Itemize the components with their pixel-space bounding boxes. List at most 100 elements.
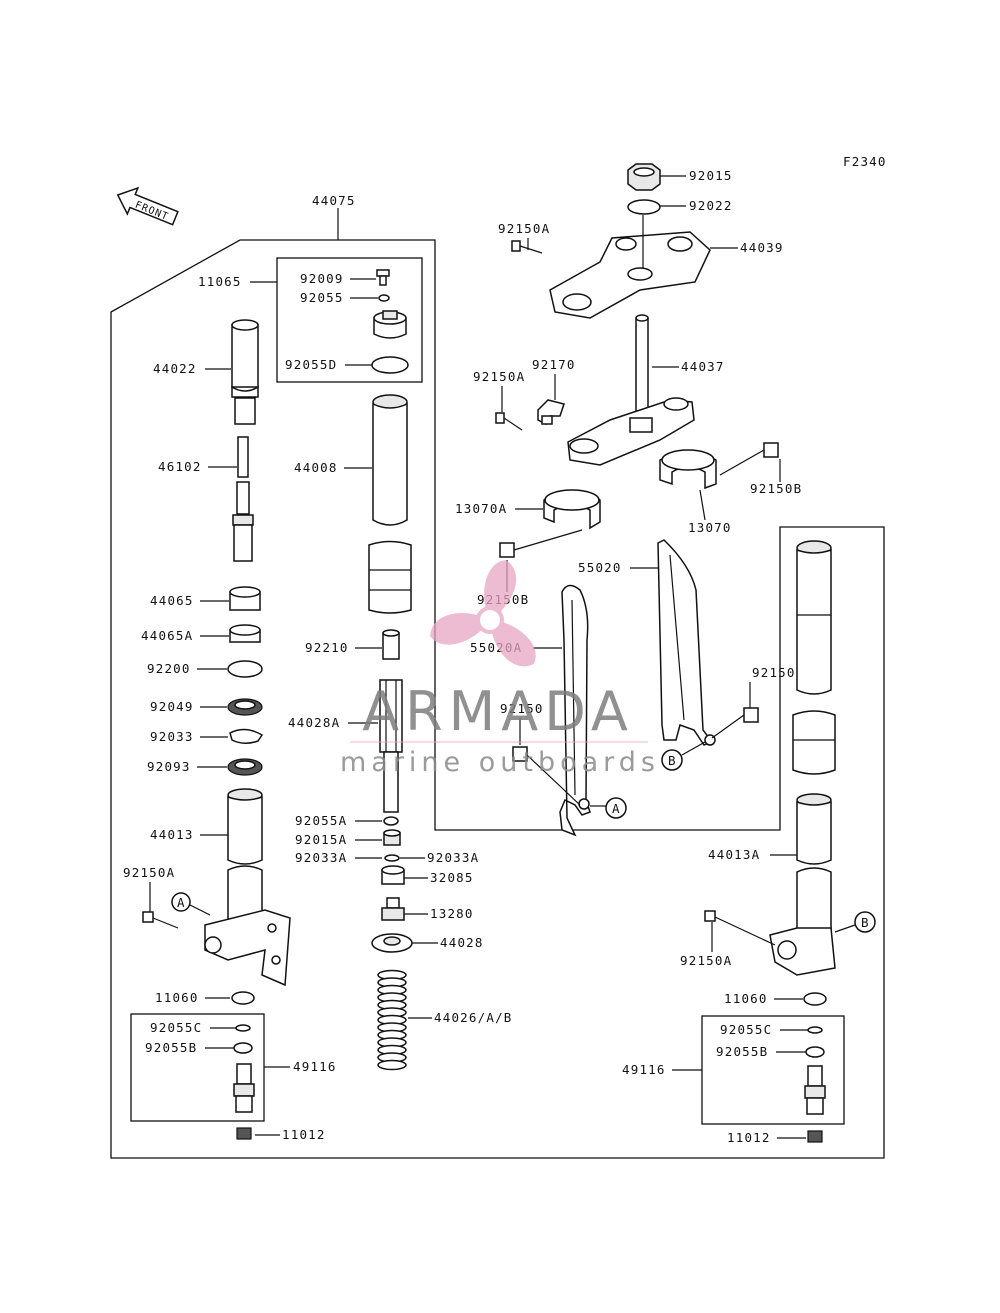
washer-92200 [227,660,263,678]
oring-92055C-left [235,1024,251,1032]
label-92055B-right: 92055B [716,1044,768,1059]
label-92150B-right: 92150B [750,481,802,496]
label-11065: 11065 [198,274,242,289]
valve-assy-49116-left [233,1063,255,1113]
callout-b-center-label: B [668,753,677,768]
label-92055: 92055 [300,290,344,305]
callout-a-left-label: A [177,895,186,910]
callout-a-center [605,797,627,819]
bolt-92009 [376,269,390,286]
rod-46102 [232,436,254,562]
label-92033A-left: 92033A [295,850,347,865]
label-44039: 44039 [740,240,784,255]
outer-tube-44013 [204,788,291,987]
spring-coil [377,1059,407,1071]
label-11060-right: 11060 [724,991,768,1006]
label-44013: 44013 [150,827,194,842]
fork-guard-55020 [657,539,716,746]
oring-92055 [378,294,390,302]
guard-clamp-13070 [659,449,717,490]
label-92033A-right: 92033A [427,850,479,865]
label-11012-right: 11012 [727,1130,771,1145]
label-44013A: 44013A [708,847,760,862]
nut-92015 [627,163,661,191]
label-44075: 44075 [312,193,356,208]
piece-92210 [382,629,400,660]
label-92150-right: 92150 [752,665,796,680]
label-92015A: 92015A [295,832,347,847]
label-11060-left: 11060 [155,990,199,1005]
label-92170: 92170 [532,357,576,372]
guard-clamp-13070A [543,489,601,530]
label-44008: 44008 [294,460,338,475]
label-92022: 92022 [689,198,733,213]
label-92055B-left: 92055B [145,1040,197,1055]
label-92055C-left: 92055C [150,1020,202,1035]
callout-b-right [854,911,876,933]
bushing-44065A [229,624,261,643]
oil-seal-92049 [227,698,263,716]
washer-92022 [627,199,661,215]
label-49116-right: 49116 [622,1062,666,1077]
damper-rod-44028A [379,679,403,813]
inner-tube-right [792,540,836,775]
label-92009: 92009 [300,271,344,286]
label-44065A: 44065A [141,628,193,643]
label-13070A: 13070A [455,501,507,516]
label-44028A: 44028A [288,715,340,730]
oring-92055B-right [805,1046,825,1058]
label-92055C-right: 92055C [720,1022,772,1037]
bolt-11012-right [807,1130,823,1143]
valve-assy-49116-right [804,1065,826,1115]
nut-92015A [383,829,401,846]
upper-clamp-44039 [549,215,711,319]
bracket-92170 [537,399,565,426]
bolt-92150B-right [719,442,779,476]
label-92150A-right: 92150A [680,953,732,968]
callout-b-center [661,749,683,771]
seat-44028 [371,933,413,953]
watermark-brand: ARMADA [362,680,634,743]
propeller-blade [430,613,490,645]
collar-32085 [381,865,405,885]
oring-92055C-right [807,1026,823,1034]
propeller-logo [430,560,536,667]
bolt-11012-left [236,1127,252,1140]
bushing-44065 [229,586,261,611]
label-44028: 44028 [440,935,484,950]
bolt-92150B-center [499,529,583,558]
label-92150-center: 92150 [500,701,544,716]
bolt-92150A-left [142,911,179,929]
label-13280: 13280 [430,906,474,921]
label-92049: 92049 [150,699,194,714]
label-44026: 44026/A/B [434,1010,513,1025]
figure-code: F2340 [843,154,887,169]
watermark: ARMADA marine outboards [340,560,660,778]
propeller-blade [484,560,516,620]
label-13070: 13070 [688,520,732,535]
label-44065: 44065 [150,593,194,608]
bolt-92150A-mid [495,412,523,431]
circlip-92033A [384,854,400,862]
watermark-tagline: marine outboards [340,747,660,778]
bolt-92150-center [512,746,581,806]
label-11012-left: 11012 [282,1127,326,1142]
label-44022: 44022 [153,361,197,376]
circlip-92033 [229,728,264,744]
bolt-92150A-right [704,910,776,946]
dust-seal-92093 [227,758,263,776]
label-46102: 46102 [158,459,202,474]
gasket-11060-right [803,992,827,1006]
callout-a-center-label: A [612,801,621,816]
propeller-blade [490,620,536,667]
callout-a-left [171,892,191,912]
fork-spring-44026 [377,969,407,1071]
oring-92055A [383,816,399,826]
gasket-11060-left [231,991,255,1005]
label-92200: 92200 [147,661,191,676]
label-92150A-mid: 92150A [473,369,525,384]
oring-92055D [371,356,409,374]
front-arrow-icon: FRONT [116,186,179,226]
